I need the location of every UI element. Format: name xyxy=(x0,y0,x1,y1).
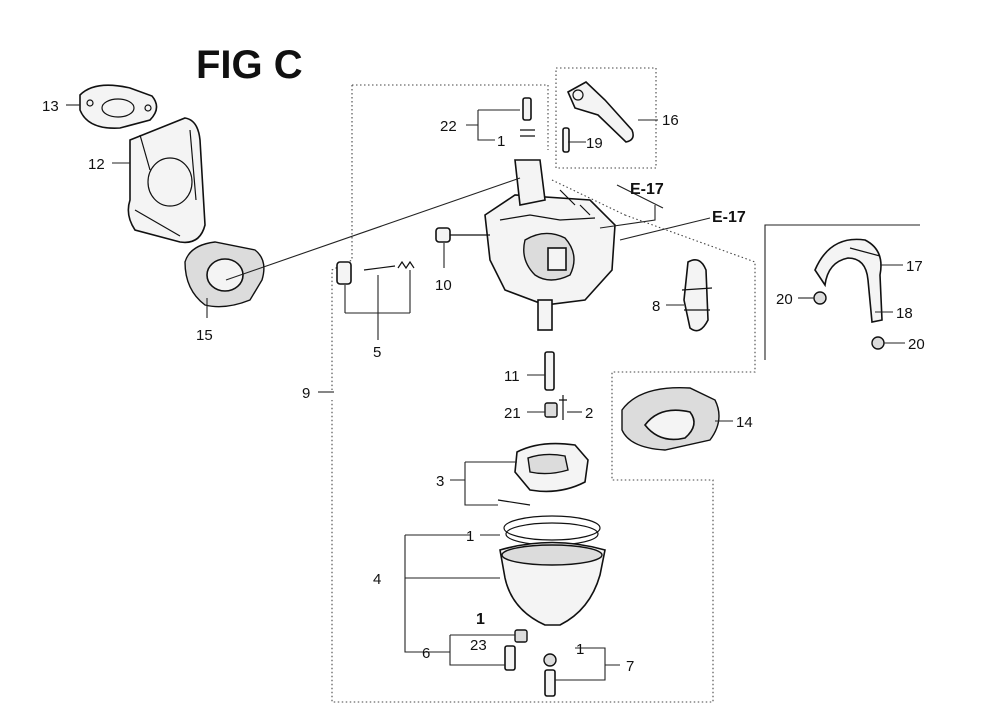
leader-lines xyxy=(66,104,905,681)
ref-label-e17-upper: E-17 xyxy=(630,181,664,198)
part-19-pin xyxy=(562,127,570,153)
callout-14: 14 xyxy=(736,414,753,431)
callout-8: 8 xyxy=(652,298,660,315)
part-3-float xyxy=(497,442,589,506)
callout-3: 3 xyxy=(436,473,444,490)
callout-1-upper: 1 xyxy=(497,133,505,150)
callout-22: 22 xyxy=(440,118,457,135)
part-10-screw xyxy=(435,227,490,243)
callout-16: 16 xyxy=(662,112,679,129)
part-13-gasket xyxy=(79,84,158,129)
callout-1-bolt: 1 xyxy=(476,611,485,628)
part-16-lever xyxy=(566,81,634,143)
part-15-insulator xyxy=(184,241,265,308)
part-5-screw-set xyxy=(336,260,415,285)
assembly-boundary xyxy=(331,84,756,703)
callout-20-lower: 20 xyxy=(908,336,925,353)
part-22-screw xyxy=(520,97,535,137)
part-20-clip-lower xyxy=(871,336,885,350)
part-20-clip-upper xyxy=(813,291,827,305)
part-14-gasket xyxy=(621,386,720,451)
part-11-needle xyxy=(544,351,555,391)
callout-15: 15 xyxy=(196,327,213,344)
inset-box-17 xyxy=(764,224,920,360)
part-12-plate xyxy=(127,117,206,244)
callout-7: 7 xyxy=(626,658,634,675)
callout-23: 23 xyxy=(470,637,487,654)
part-8-jet xyxy=(681,259,713,332)
part-2-pin xyxy=(559,395,567,420)
part-18-tube xyxy=(814,238,883,323)
callout-11: 11 xyxy=(504,368,520,385)
callout-9: 9 xyxy=(302,385,310,402)
part-9-carburetor-body xyxy=(484,159,616,331)
callout-21: 21 xyxy=(504,405,521,422)
callout-1-washer: 1 xyxy=(576,641,584,658)
callout-12: 12 xyxy=(88,156,105,173)
callout-17: 17 xyxy=(906,258,923,275)
callout-10: 10 xyxy=(435,277,452,294)
part-6-bolt xyxy=(504,629,528,671)
callout-13: 13 xyxy=(42,98,59,115)
part-7-bolt xyxy=(543,653,557,697)
callout-2: 2 xyxy=(585,405,593,422)
callout-18: 18 xyxy=(896,305,913,322)
ref-label-e17-lower: E-17 xyxy=(712,209,746,226)
part-21-seat xyxy=(544,402,558,418)
callout-5: 5 xyxy=(373,344,381,361)
callout-20-upper: 20 xyxy=(776,291,793,308)
part-4-float-bowl xyxy=(499,515,606,626)
callout-6: 6 xyxy=(422,645,430,662)
callout-19: 19 xyxy=(586,135,603,152)
figure-title: FIG C xyxy=(196,43,303,87)
callout-4: 4 xyxy=(373,571,381,588)
callout-1-bowl: 1 xyxy=(466,528,474,545)
